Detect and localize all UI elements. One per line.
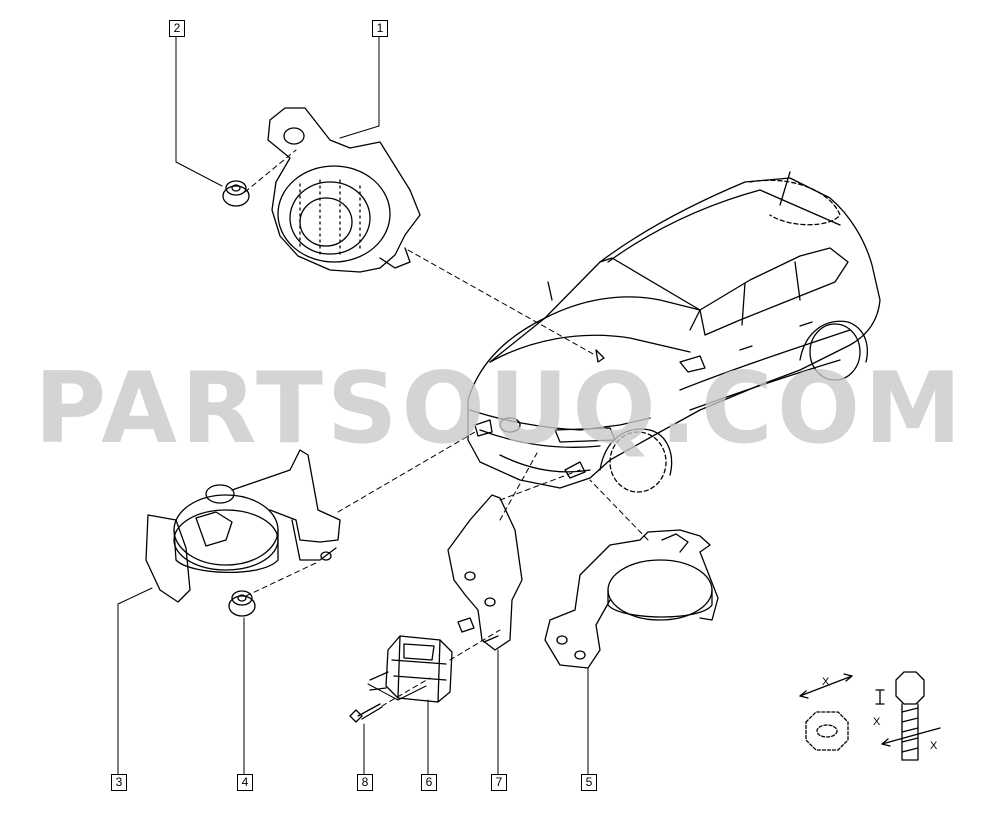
- callout-2[interactable]: 2: [169, 20, 185, 37]
- part-6-connector-module: [369, 635, 453, 703]
- watermark-text: PARTSOUQ.COM: [34, 352, 966, 466]
- callout-6[interactable]: 6: [421, 774, 437, 791]
- bolt-length-dimension-label: X: [930, 740, 938, 752]
- callout-4[interactable]: 4: [237, 774, 253, 791]
- part-7-bracket: [447, 494, 523, 651]
- part-3-horn: [145, 449, 341, 603]
- assembly-dashed-lines: [244, 149, 649, 707]
- callout-7[interactable]: 7: [491, 774, 507, 791]
- callout-leaders: [117, 35, 589, 776]
- part-5-horn: [544, 529, 719, 669]
- part-4-flange-nut: [228, 590, 256, 617]
- bolt-head-dimension-label: X: [873, 716, 881, 728]
- callout-8[interactable]: 8: [357, 774, 373, 791]
- fastener-dimension-legend: [799, 671, 941, 761]
- callout-1[interactable]: 1: [372, 20, 388, 37]
- part-2-flange-nut: [222, 180, 250, 207]
- callout-5[interactable]: 5: [581, 774, 597, 791]
- part-8-screw: [349, 703, 383, 723]
- nut-dimension-label: X: [822, 676, 830, 688]
- callout-3[interactable]: 3: [111, 774, 127, 791]
- vehicle-outline: [467, 171, 881, 493]
- part-1-siren: [267, 107, 421, 273]
